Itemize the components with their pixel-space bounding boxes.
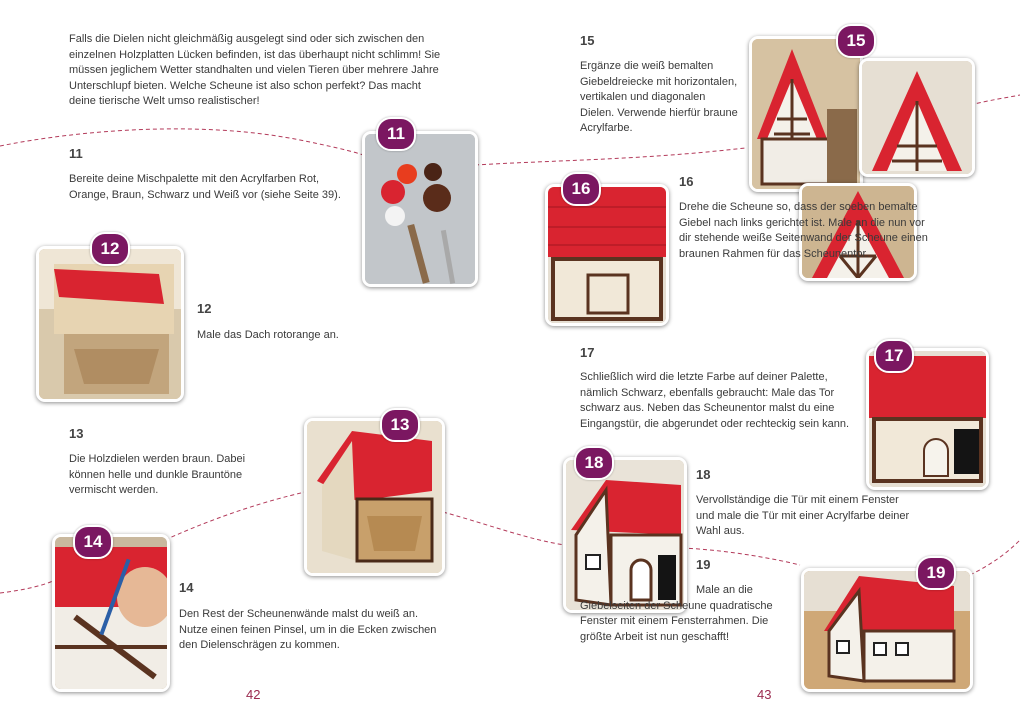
step-18-number: 18 [696, 467, 711, 482]
step-11-number: 11 [69, 146, 83, 161]
step-19-badge: 19 [916, 556, 956, 590]
step-15-photo-a [749, 36, 863, 192]
step-11-photo [362, 131, 478, 287]
step-18-badge: 18 [574, 446, 614, 480]
step-19-number: 19 [696, 557, 711, 572]
page-number-right: 43 [757, 687, 772, 702]
step-14-badge: 14 [73, 525, 113, 559]
step-13-photo [304, 418, 445, 576]
step-12-badge: 12 [90, 232, 130, 266]
step-16-badge: 16 [561, 172, 601, 206]
step-18-text: Vervollständige die Tür mit einem Fenste… [696, 494, 910, 538]
step-16-photo [545, 184, 669, 326]
step-18-photo [563, 457, 687, 613]
step-12-number: 12 [197, 301, 212, 316]
step-14-number: 14 [179, 580, 194, 595]
page-number-left: 42 [246, 687, 261, 702]
step-17-number: 17 [580, 345, 595, 360]
step-11-text: Bereite deine Mischpalette mit den Acryl… [69, 173, 341, 201]
step-17-text: Schließlich wird die letzte Farbe auf de… [580, 371, 850, 430]
step-16-number: 16 [679, 174, 694, 189]
step-13-text: Die Holzdielen werden braun. Dabei könne… [69, 453, 246, 497]
step-13-badge: 13 [380, 408, 420, 442]
step-12-photo [36, 246, 184, 402]
step-15-photo-c [799, 183, 917, 281]
step-11-badge: 11 [376, 117, 416, 151]
step-15-photo-b [859, 58, 975, 177]
step-16-text: Drehe die Scheune so, dass der soeben be… [679, 201, 928, 260]
intro-paragraph: Falls die Dielen nicht gleichmäßig ausge… [69, 33, 441, 108]
step-19-text: Male an die Giebelseiten der Scheune qua… [580, 584, 773, 643]
step-15-number: 15 [580, 33, 595, 48]
step-14-photo [52, 534, 170, 692]
step-17-photo [866, 348, 989, 490]
step-14-text: Den Rest der Scheunenwände malst du weiß… [179, 608, 437, 652]
step-15-badge: 15 [836, 24, 876, 58]
step-15-text: Ergänze die weiß bemalten Giebeldreiecke… [580, 60, 738, 135]
step-12-text: Male das Dach rotorange an. [197, 329, 339, 341]
step-13-number: 13 [69, 426, 84, 441]
step-17-badge: 17 [874, 339, 914, 373]
